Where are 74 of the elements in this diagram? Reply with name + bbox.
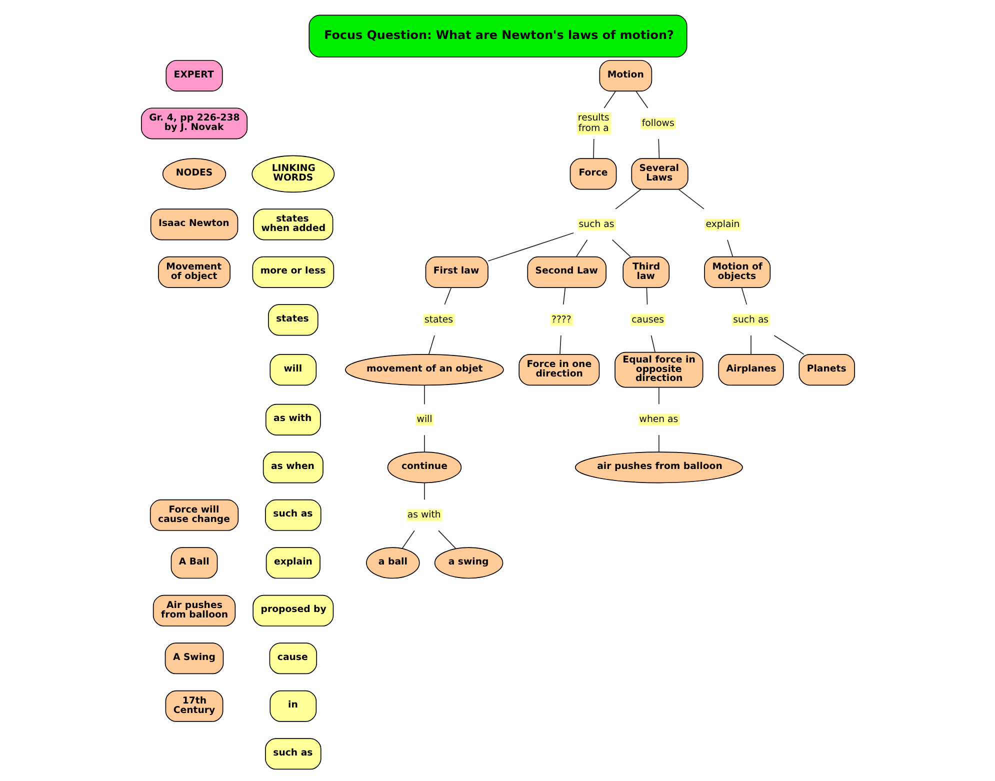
connector <box>438 530 456 550</box>
connector <box>658 387 659 405</box>
connector <box>611 239 630 258</box>
connector <box>428 335 434 355</box>
node-box: proposed by <box>252 594 334 626</box>
node-ellipse: movement of an objet <box>344 354 504 386</box>
node-box: when as <box>638 414 679 426</box>
node-box: Force will cause change <box>149 499 238 531</box>
connector <box>575 239 588 258</box>
node-box: as with <box>264 404 320 436</box>
diagram-title: Focus Question: What are Newton's laws of motion? <box>324 28 674 42</box>
node-box: states <box>422 314 454 326</box>
node-box: as when <box>262 452 323 484</box>
node-box: Force <box>569 158 616 190</box>
node-ellipse: NODES <box>162 158 226 190</box>
node-box: will <box>415 414 433 426</box>
node-box: ???? <box>550 314 573 326</box>
node-box: follows <box>640 118 676 130</box>
connector <box>444 287 452 305</box>
node-box: explain <box>265 547 320 579</box>
node-box: Airplanes <box>718 354 784 386</box>
connector <box>750 335 751 355</box>
connector <box>658 138 660 159</box>
node-box: EXPERT <box>165 60 222 92</box>
node-box: explain <box>704 218 740 230</box>
node-box: cause <box>268 642 317 674</box>
node-box: Second Law <box>526 256 606 288</box>
node-box: as with <box>406 509 442 522</box>
node-box: Motion of objects <box>704 256 770 288</box>
node-box: First law <box>424 256 488 288</box>
node-box: such as <box>577 218 616 230</box>
node-box: such as <box>731 314 770 326</box>
node-box: states when added <box>252 208 333 240</box>
node-ellipse: a swing <box>434 547 503 579</box>
node-ellipse: a ball <box>366 547 420 579</box>
node-ellipse: LINKING WORDS <box>251 155 334 193</box>
connector <box>658 434 659 452</box>
node-box: results from a <box>576 112 611 135</box>
node-box: more or less <box>252 256 334 288</box>
connector <box>726 239 733 258</box>
node-box: A Ball <box>170 547 218 579</box>
node-box: Several Laws <box>630 158 688 190</box>
node-box: Air pushes from balloon <box>152 594 236 626</box>
connector <box>603 90 616 108</box>
connector <box>635 90 648 108</box>
connector <box>646 287 648 305</box>
connector <box>650 335 656 353</box>
node-ellipse: air pushes from balloon <box>574 452 742 484</box>
node-box: Equal force in opposite direction <box>614 352 703 388</box>
connector <box>559 335 561 355</box>
node-box: Motion <box>598 60 652 92</box>
connector <box>562 287 566 305</box>
connector <box>614 189 641 210</box>
node-box: states <box>268 304 318 336</box>
node-box: Movement of object <box>158 256 230 288</box>
node-box: causes <box>630 314 665 326</box>
connector <box>401 530 414 549</box>
node-box: will <box>269 354 316 386</box>
node-box: 17th Century <box>164 690 223 722</box>
connector <box>740 287 747 305</box>
connector <box>678 189 704 210</box>
connector <box>773 335 804 355</box>
node-box: A Swing <box>164 642 224 674</box>
node-box: Force in one direction <box>518 354 600 386</box>
connector <box>592 138 594 159</box>
node-box: in <box>269 690 316 722</box>
node-ellipse: continue <box>386 452 462 484</box>
node-box: such as <box>264 499 321 531</box>
node-box: Planets <box>798 354 855 386</box>
node-box: Gr. 4, pp 226-238 by J. Novak <box>140 108 248 140</box>
connector <box>487 232 574 262</box>
node-box: Isaac Newton <box>150 208 238 240</box>
node-box: Third law <box>622 256 670 288</box>
node-box: such as <box>264 738 321 770</box>
